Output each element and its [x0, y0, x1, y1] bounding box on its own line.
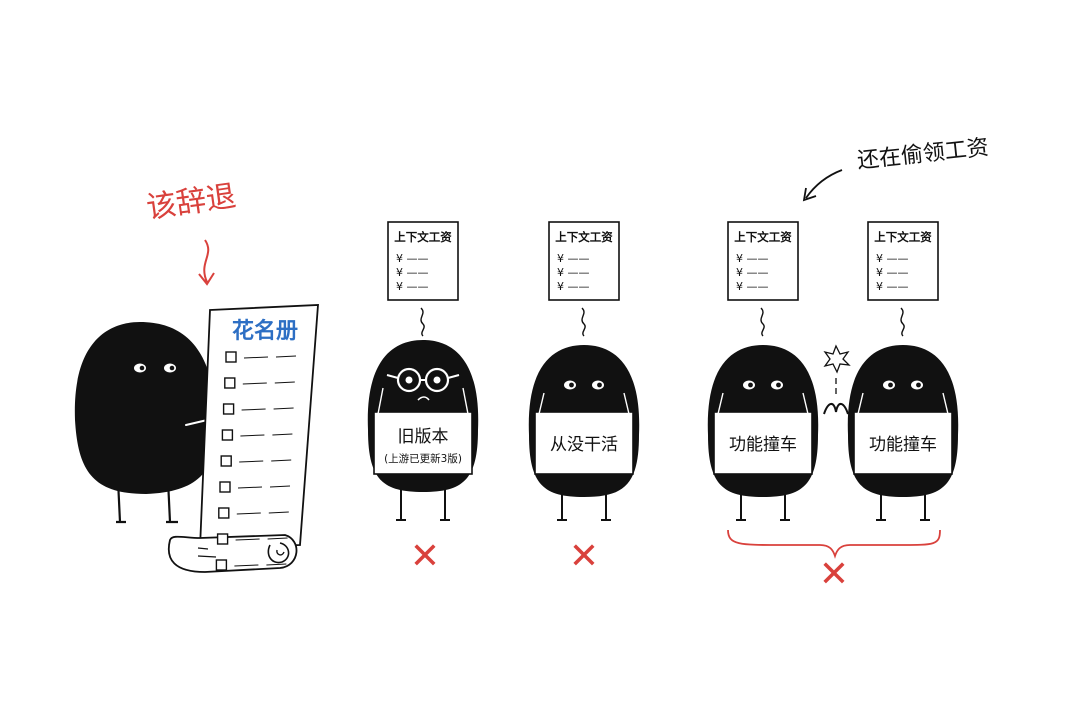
sign-string [857, 392, 949, 415]
sign-main-text: 旧版本 [398, 427, 449, 447]
roster-checkbox [216, 533, 229, 545]
roster-title: 花名册 [232, 318, 298, 344]
sign-main-text: 功能撞车 [729, 435, 797, 455]
payslip-title: 上下文工资 [874, 230, 932, 244]
reject-mark-3: ✕ [819, 554, 849, 595]
payslip-row: ¥ —— [557, 252, 590, 265]
payslip-row: ¥ —— [876, 280, 909, 293]
payslip-row: ¥ —— [557, 266, 590, 279]
sign-main-text: 功能撞车 [869, 435, 937, 455]
roster-line [239, 459, 292, 463]
roster-checkbox [215, 559, 228, 571]
roster-line [243, 355, 297, 359]
steam-squiggle [900, 307, 905, 337]
boss-character [74, 322, 230, 524]
leg [440, 486, 450, 521]
payslip-title: 上下文工资 [394, 230, 452, 244]
stealing-salary-label: 还在偷领工资 [856, 135, 990, 174]
sign-string [538, 392, 630, 415]
steam-squiggle [420, 307, 425, 337]
roster-scroll [167, 304, 319, 573]
payslip-title: 上下文工资 [555, 230, 613, 244]
payslip-row: ¥ —— [876, 266, 909, 279]
payslip-row: ¥ —— [396, 266, 429, 279]
frown [417, 396, 430, 401]
down-arrow-icon [198, 239, 215, 286]
roster-line [234, 563, 287, 567]
roster-checkbox-list [215, 351, 297, 571]
sign-main-text: 从没干活 [550, 435, 618, 455]
payslip-row: ¥ —— [557, 280, 590, 293]
character-2: 上下文工资¥ ——¥ ——¥ ——从没干活 [528, 221, 640, 521]
payslip-row: ¥ —— [876, 252, 909, 265]
character-4: 上下文工资¥ ——¥ ——¥ ——功能撞车 [847, 221, 959, 521]
roster-checkbox [220, 455, 232, 467]
roster-checkbox [218, 507, 230, 519]
roster-line [242, 381, 295, 385]
sign-string [717, 392, 809, 415]
payslip-row: ¥ —— [396, 252, 429, 265]
sign-string [377, 387, 469, 415]
fire-label: 该辞退 [144, 179, 238, 226]
steam-squiggle [581, 307, 586, 337]
roster-line [235, 537, 288, 541]
roster-checkbox [219, 481, 231, 493]
roster-checkbox [221, 429, 234, 441]
reject-mark-2: ✕ [569, 536, 599, 577]
payslip: 上下文工资¥ ——¥ ——¥ —— [387, 221, 459, 301]
sign-board [534, 411, 634, 475]
leg [396, 486, 406, 521]
payslip-title: 上下文工资 [734, 230, 792, 244]
sign-board [713, 411, 813, 475]
character-1: 上下文工资¥ ——¥ ——¥ ——旧版本(上游已更新3版) [367, 221, 479, 521]
payslip-row: ¥ —— [736, 280, 769, 293]
payslip: 上下文工资¥ ——¥ ——¥ —— [867, 221, 939, 301]
payslip-row: ¥ —— [736, 252, 769, 265]
roster-line [240, 433, 293, 437]
roster-checkbox [225, 351, 237, 363]
payslip: 上下文工资¥ ——¥ ——¥ —— [727, 221, 799, 301]
sign-sub-text: (上游已更新3版) [384, 452, 462, 465]
character-3: 上下文工资¥ ——¥ ——¥ ——功能撞车 [707, 221, 819, 521]
payslip-row: ¥ —— [736, 266, 769, 279]
steam-squiggle [760, 307, 765, 337]
reject-mark-1: ✕ [410, 536, 440, 577]
payslip: 上下文工资¥ ——¥ ——¥ —— [548, 221, 620, 301]
sign-board [853, 411, 953, 475]
roster-checkbox [222, 403, 235, 415]
roster-checkbox [224, 377, 236, 389]
sign-board [373, 411, 473, 475]
roster-line [237, 485, 291, 489]
clash-spark-icon [823, 344, 851, 415]
payslip-row: ¥ —— [396, 280, 429, 293]
roster-line [236, 511, 289, 515]
roster-line [241, 407, 294, 411]
group-brace [727, 529, 941, 559]
curved-arrow-icon [802, 169, 843, 202]
